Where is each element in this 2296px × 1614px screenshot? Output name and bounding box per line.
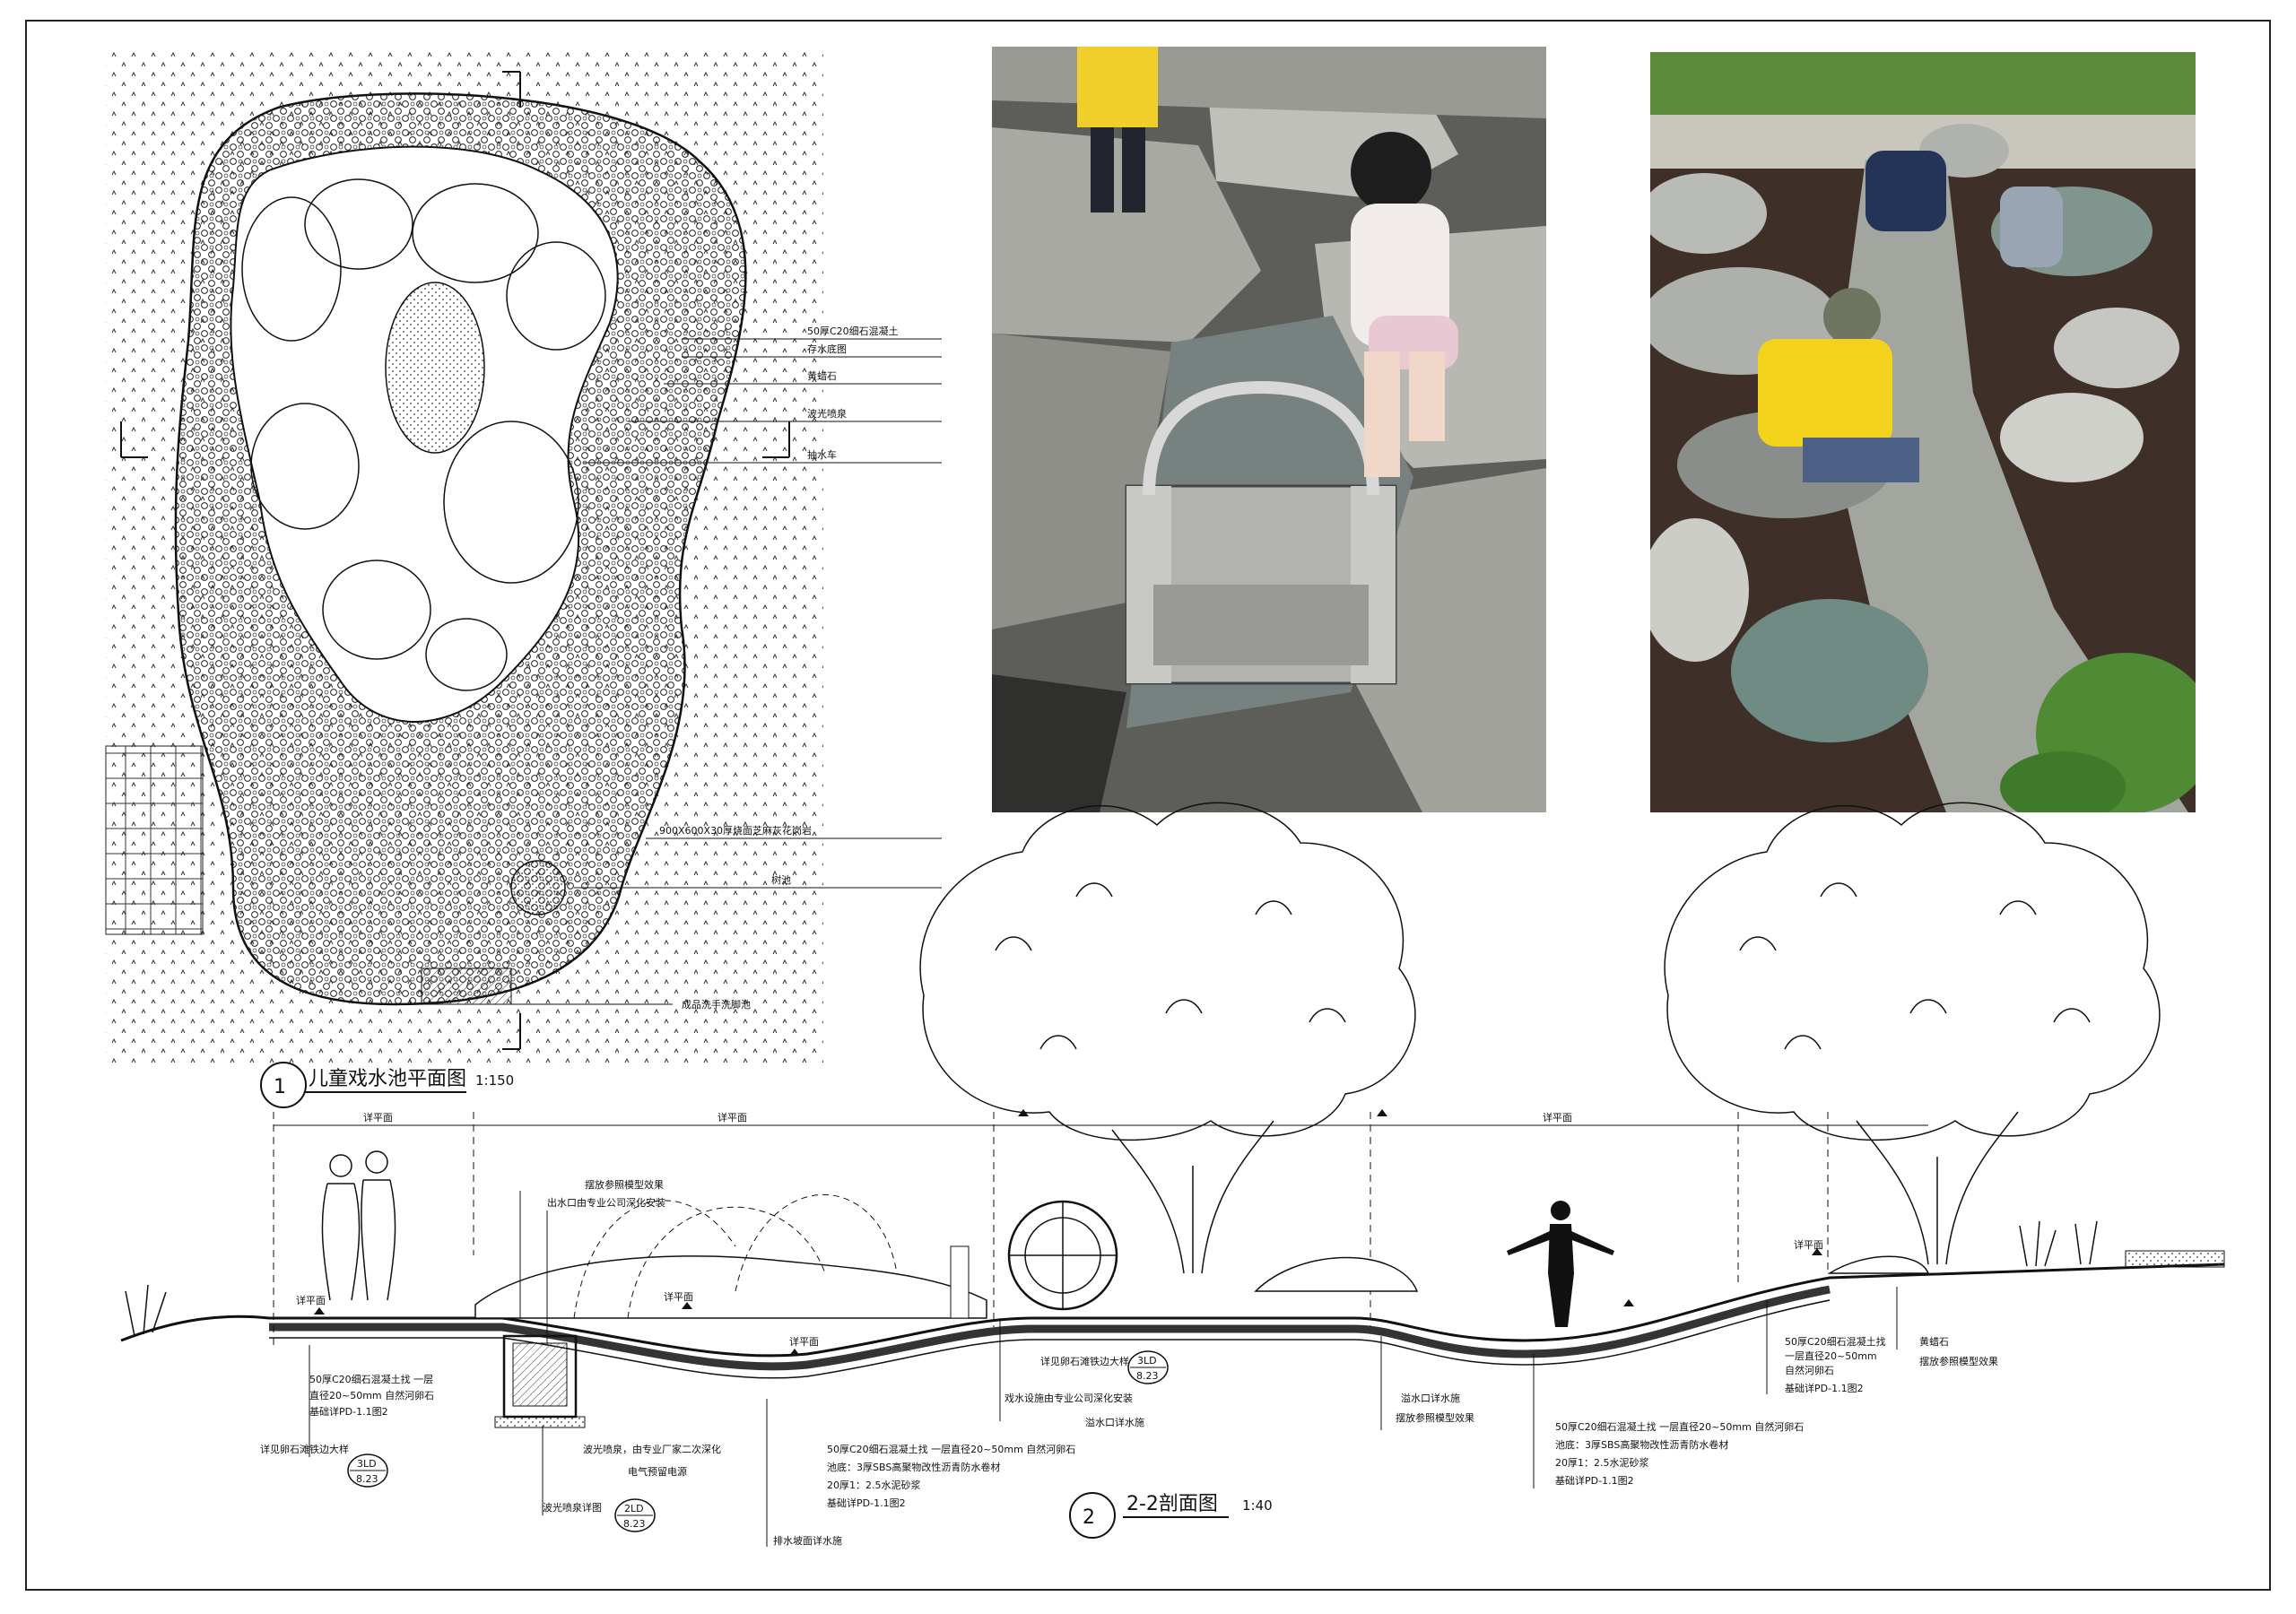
callout-pebble-edge-mid: 详见卵石滩铁边大样	[1040, 1355, 1129, 1367]
callout-base-mid: 基础详PD-1.1图2	[827, 1497, 906, 1509]
detail-ref-2: 3LD 8.23	[1127, 1350, 1169, 1384]
callout-drain: 排水坡面详水施	[773, 1534, 842, 1547]
plan-label-fountain: 波光喷泉	[807, 407, 847, 420]
plan-label-pump-cart: 抽水车	[807, 448, 837, 461]
callout-overflow-right: 溢水口详水施	[1401, 1392, 1460, 1404]
callout-pebble-left: 直径20~50mm 自然河卵石	[309, 1389, 434, 1401]
level-mark-3: 详平面	[1543, 1111, 1572, 1124]
detail-ref-3-bottom: 8.23	[623, 1518, 646, 1530]
rock-stream-photo	[1650, 52, 2196, 812]
section-scale: 1:40	[1242, 1497, 1273, 1514]
plan-label-wash-basin: 成品洗手洗脚池	[682, 998, 751, 1011]
callout-power: 电气预留电源	[628, 1465, 687, 1478]
callout-fountain-detail: 波光喷泉详图	[543, 1501, 602, 1514]
plan-scale: 1:150	[475, 1072, 514, 1089]
plan-label-concrete: 50厚C20细石混凝土	[807, 325, 899, 337]
callout-overflow-mid: 溢水口详水施	[1085, 1416, 1144, 1428]
callout-outlet: 出水口由专业公司深化安装	[547, 1196, 665, 1209]
drawing-border	[25, 20, 2271, 1591]
callout-pebble-size-far: 一层直径20~50mm	[1785, 1349, 1877, 1362]
level-mark-5: 详平面	[664, 1290, 693, 1303]
callout-membrane-right: 池底：3厚SBS高聚物改性沥青防水卷材	[1555, 1438, 1728, 1451]
pool-section	[120, 802, 2225, 1547]
callout-concrete-mid: 50厚C20细石混凝土找 一层直径20~50mm 自然河卵石	[827, 1443, 1075, 1455]
callout-base-far: 基础详PD-1.1图2	[1785, 1382, 1864, 1394]
couple-figure	[321, 1150, 396, 1301]
level-mark-7: 详平面	[1794, 1238, 1823, 1251]
child-figure	[1507, 1201, 1614, 1327]
callout-model-effect: 摆放参照模型效果	[585, 1178, 664, 1191]
tree-left	[919, 802, 1416, 1274]
level-mark-2: 详平面	[718, 1111, 747, 1124]
callout-base-left: 基础详PD-1.1图2	[309, 1405, 388, 1418]
callout-model-right: 摆放参照模型效果	[1396, 1411, 1474, 1424]
callout-base-right: 基础详PD-1.1图2	[1555, 1474, 1634, 1487]
detail-ref-2-bottom: 8.23	[1136, 1370, 1159, 1382]
callout-yellow-stone: 黄蜡石	[1919, 1335, 1949, 1348]
level-mark-1: 详平面	[363, 1111, 393, 1124]
plan-title: 儿童戏水池平面图	[309, 1068, 466, 1090]
water-gate-photo	[992, 47, 1546, 812]
callout-pebble-far: 自然河卵石	[1785, 1364, 1834, 1376]
section-number: 2	[1083, 1506, 1095, 1529]
section-title: 2-2剖面图	[1126, 1493, 1218, 1515]
callout-model-far: 摆放参照模型效果	[1919, 1355, 1998, 1367]
plan-label-yellow-stone: 黄蜡石	[807, 369, 837, 382]
callout-mortar-right: 20厚1：2.5水泥砂浆	[1555, 1456, 1649, 1469]
detail-ref-1: 3LD 8.23	[347, 1453, 388, 1488]
callout-play-facility: 戏水设施由专业公司深化安装	[1004, 1392, 1133, 1404]
callout-mortar-mid: 20厚1：2.5水泥砂浆	[827, 1479, 921, 1491]
callout-concrete-right: 50厚C20细石混凝土找 一层直径20~50mm 自然河卵石	[1555, 1420, 1804, 1433]
plan-number-circle	[260, 1062, 307, 1108]
detail-ref-1-bottom: 8.23	[356, 1473, 378, 1485]
callout-membrane-mid: 池底：3厚SBS高聚物改性沥青防水卷材	[827, 1461, 1000, 1473]
detail-ref-3-top: 2LD	[624, 1503, 644, 1514]
callout-concrete-left: 50厚C20细石混凝土找 一层	[309, 1373, 433, 1385]
callout-pebble-edge-left: 详见卵石滩铁边大样	[260, 1443, 349, 1455]
callout-concrete-far: 50厚C20细石混凝土找	[1785, 1335, 1886, 1348]
section-number-circle	[1069, 1492, 1116, 1539]
tree-right	[1664, 802, 2161, 1265]
detail-ref-1-top: 3LD	[357, 1458, 377, 1470]
detail-ref-2-top: 3LD	[1137, 1355, 1157, 1367]
pool-plan	[105, 52, 942, 1065]
plan-number: 1	[274, 1076, 286, 1098]
callout-fountain-vendor: 波光喷泉，由专业厂家二次深化	[583, 1443, 721, 1455]
detail-ref-3: 2LD 8.23	[614, 1498, 656, 1532]
level-mark-4: 详平面	[296, 1294, 326, 1306]
plan-label-tree-pit: 树池	[771, 873, 791, 886]
plan-label-water-bottom: 存水底图	[807, 343, 847, 355]
level-mark-6: 详平面	[789, 1335, 819, 1348]
plan-label-granite: 900X600X30厚烧面芝麻灰花岗岩	[659, 824, 812, 837]
